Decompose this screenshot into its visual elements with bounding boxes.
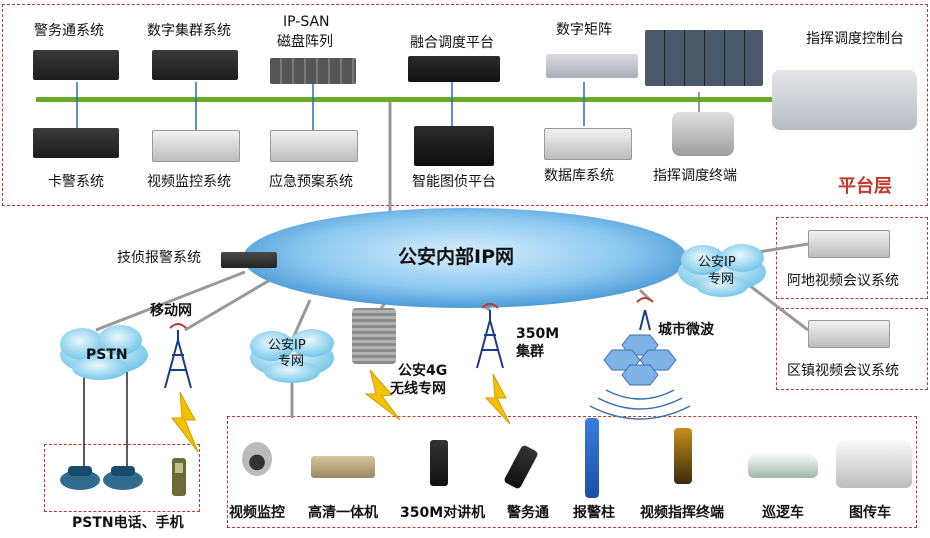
district-video-conf-device-icon [808, 320, 890, 348]
label-police-ip-left-2: 专网 [278, 354, 305, 369]
remote-video-conf-device-icon [808, 230, 890, 258]
mobile-phone-icon [172, 458, 186, 496]
label-trunk-350m-1: 350M [516, 326, 560, 342]
video-command-terminal-icon [674, 428, 692, 484]
label-command-console: 指挥调度控制台 [806, 31, 904, 47]
core-ip-network [243, 208, 687, 308]
label-police-4g-2: 无线专网 [390, 381, 446, 397]
ip-san-disk-array-icon [270, 58, 356, 84]
label-police-4g-1: 公安4G [398, 363, 448, 379]
label-pstn-phones: PSTN电话、手机 [72, 515, 184, 531]
hd-camera-icon [311, 456, 375, 478]
video-surveillance-server-icon [152, 130, 240, 162]
label-district-video-conf: 区镇视频会议系统 [787, 363, 899, 379]
label-card-police: 卡警系统 [48, 174, 104, 190]
label-police-ip-right-1: 公安IP [698, 255, 736, 270]
trunk-350m-tower-icon [476, 303, 504, 369]
card-police-server-icon [33, 128, 119, 158]
label-city-microwave: 城市微波 [658, 322, 714, 338]
label-police-ip-left-1: 公安IP [268, 338, 306, 353]
microwave-grid-icon [603, 334, 677, 386]
label-image-investigation: 智能图侦平台 [412, 174, 496, 190]
label-remote-video-conf: 阿地视频会议系统 [787, 273, 899, 289]
label-terminal-pda: 警务通 [507, 505, 549, 521]
label-emergency-plan: 应急预案系统 [269, 174, 353, 190]
police-ip-cloud-left [250, 329, 334, 383]
fusion-dispatch-server-icon [408, 56, 500, 82]
platform-bus [36, 97, 790, 102]
label-dispatch-terminal: 指挥调度终端 [653, 168, 737, 184]
dispatch-terminal-icon [672, 112, 734, 156]
label-disk-array: 磁盘阵列 [277, 34, 333, 50]
label-terminal-hd-camera: 高清一体机 [308, 505, 378, 521]
label-ip-san: IP-SAN [283, 14, 330, 30]
desk-phone-icon [60, 466, 143, 490]
alarm-pillar-icon [585, 418, 599, 498]
lightning-icon [170, 369, 511, 453]
pstn-terminal-box [44, 444, 200, 512]
label-police-ip-right-2: 专网 [708, 272, 735, 287]
database-server-icon [544, 128, 632, 160]
walkie-talkie-icon [430, 440, 448, 486]
label-terminal-image-car: 图传车 [849, 505, 891, 521]
video-wall-icon [645, 30, 763, 86]
label-terminal-patrol-car: 巡逻车 [762, 505, 804, 521]
4g-base-station-icon [352, 308, 396, 364]
label-digital-trunk: 数字集群系统 [147, 23, 231, 39]
label-mobile-network: 移动网 [150, 303, 192, 319]
microwave-tower-icon [636, 297, 654, 331]
label-trunk-350m-2: 集群 [516, 344, 544, 360]
image-investigation-server-icon [414, 126, 494, 166]
label-terminal-video-command: 视频指挥终端 [640, 505, 724, 521]
patrol-car-icon [748, 452, 818, 478]
label-police-app: 警务通系统 [34, 23, 104, 39]
label-pstn: PSTN [86, 347, 128, 363]
label-tech-alarm: 技侦报警系统 [117, 250, 201, 266]
label-video-surveillance: 视频监控系统 [147, 174, 231, 190]
remote-video-conf-box [776, 217, 928, 299]
platform-layer-title: 平台层 [838, 176, 892, 197]
command-console-icon [772, 70, 917, 130]
district-video-conf-box [776, 308, 928, 390]
label-terminal-walkie: 350M对讲机 [400, 505, 486, 521]
trunk-server-icon [152, 50, 238, 80]
label-database: 数据库系统 [544, 168, 614, 184]
core-network-label: 公安内部IP网 [398, 246, 514, 268]
label-digital-matrix: 数字矩阵 [556, 22, 612, 38]
police-ip-cloud-right [678, 244, 766, 297]
dome-camera-icon [242, 442, 272, 476]
mobile-tower-icon [164, 323, 192, 389]
digital-matrix-icon [546, 54, 638, 78]
label-terminal-alarm-pillar: 报警柱 [573, 505, 615, 521]
pstn-cloud [60, 325, 148, 380]
police-app-server-icon [33, 50, 119, 80]
platform-layer-box [2, 4, 928, 206]
label-fusion-dispatch: 融合调度平台 [410, 35, 494, 51]
label-terminal-video: 视频监控 [229, 505, 285, 521]
tech-alarm-device-icon [221, 252, 277, 268]
image-transmission-car-icon [836, 440, 912, 488]
terminal-box [227, 416, 917, 528]
emergency-plan-server-icon [270, 130, 358, 162]
